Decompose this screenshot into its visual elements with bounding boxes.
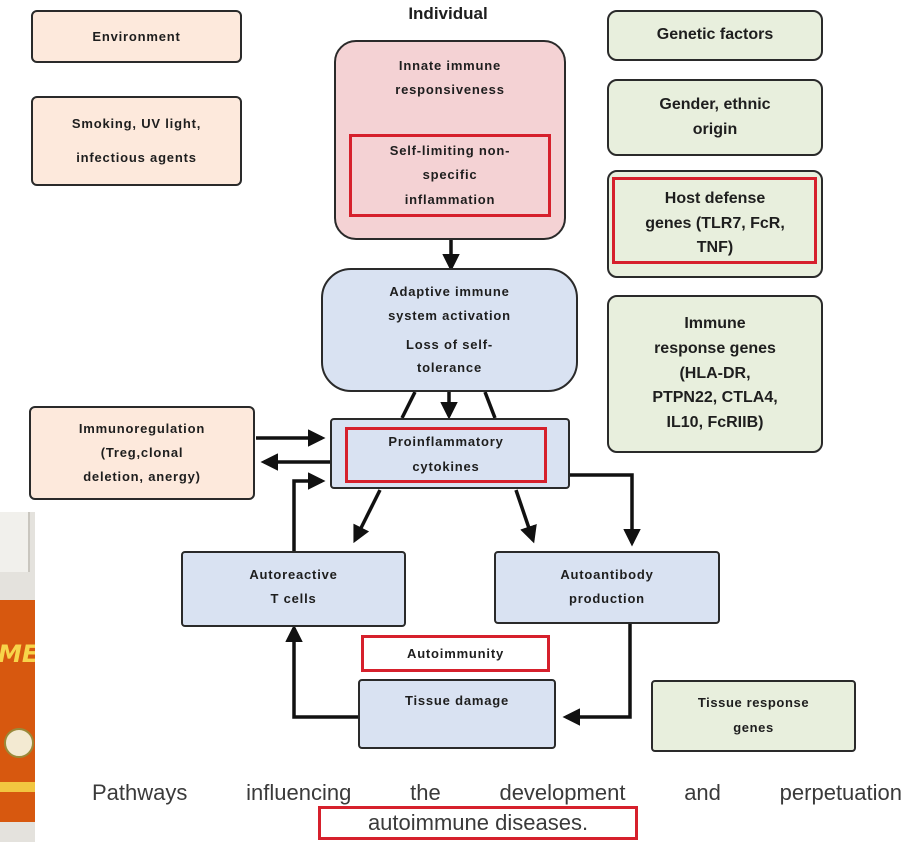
environmental-agents-line-2: infectious agents [76, 150, 197, 165]
adaptive-line-2: system activation [388, 307, 511, 323]
arrow-adaptive-to-cytokines-right [483, 391, 497, 419]
immunoregulation-line-3: deletion, anergy) [83, 469, 201, 485]
tissue-response-genes-box: Tissue response genes [651, 680, 856, 752]
arrow-autoantibody-to-tissue-damage [562, 624, 632, 726]
autoimmunity-label: Autoimmunity [407, 646, 504, 661]
loss-tolerance-line-2: tolerance [416, 360, 482, 376]
host-defense-line-1: Host defense [664, 189, 766, 207]
immune-response-line-4: PTPN22, CTLA4, [652, 389, 778, 407]
caption-line-2: autoimmune diseases. [367, 810, 589, 835]
environmental-agents-line-1: Smoking, UV light, [71, 116, 202, 132]
self-limiting-line-3: inflammation [404, 191, 496, 207]
immunoregulation-line-2: (Treg,clonal [100, 444, 184, 460]
host-defense-highlight [612, 177, 817, 264]
environment-title: Environment [92, 29, 181, 44]
host-defense-line-3: TNF) [696, 239, 734, 257]
immune-response-line-5: IL10, FcRIIB) [666, 414, 764, 432]
proinflammatory-cytokines-highlight: Proinflammatory cytokines [345, 427, 547, 483]
autoantibody-line-2: production [569, 591, 645, 607]
bottle-seal-icon [4, 728, 34, 758]
arrow-tissue-damage-to-autoreactive [285, 624, 360, 719]
arrow-cytokines-to-autoantibody [514, 489, 537, 544]
self-limiting-line-2: specific [422, 167, 478, 183]
arrow-cytokines-to-autoantibody-right [570, 473, 641, 547]
gender-ethnic-line-1: Gender, ethnic [659, 95, 771, 113]
environment-box: Environment [31, 10, 242, 63]
arrow-cytokines-to-autoreactive [353, 489, 382, 544]
autoreactive-t-cells-box: Autoreactive T cells [181, 551, 406, 627]
gender-ethnic-box: Gender, ethnic origin [607, 79, 823, 156]
immune-response-line-1: Immune [684, 315, 746, 332]
bottle-label-text: ME [0, 640, 35, 668]
gender-ethnic-line-2: origin [692, 120, 738, 138]
loss-tolerance-line-1: Loss of self- [406, 337, 493, 352]
tissue-response-line-2: genes [733, 720, 774, 735]
arrow-autoreactive-to-cytokines [292, 472, 326, 552]
individual-heading: Individual [408, 4, 488, 23]
genetic-factors-box: Genetic factors [607, 10, 823, 61]
innate-line-2: responsiveness [395, 82, 505, 98]
bottle-label: ME [0, 600, 35, 822]
autoantibody-production-box: Autoantibody production [494, 551, 720, 624]
tissue-response-line-1: Tissue response [697, 695, 810, 711]
bottle-stripe [0, 782, 35, 792]
tissue-damage-box: Tissue damage [358, 679, 556, 749]
adaptive-immune-box: Adaptive immune system activation Loss o… [321, 268, 578, 392]
arrow-adaptive-to-cytokines-left [400, 391, 417, 419]
cytokines-line-2: cytokines [412, 459, 480, 474]
caption-line-1: Pathways influencing the development and… [92, 780, 902, 805]
host-defense-genes-box: Host defense genes (TLR7, FcR, TNF) [607, 170, 823, 278]
immune-response-line-3: (HLA-DR, [679, 364, 751, 382]
autoimmunity-box: Autoimmunity [361, 635, 550, 672]
genetic-factors-title: Genetic factors [656, 26, 774, 44]
autoreactive-line-1: Autoreactive [249, 567, 338, 582]
bottle-cap [0, 512, 30, 572]
immune-response-genes-box: Immune response genes (HLA-DR, PTPN22, C… [607, 295, 823, 453]
product-bottle-photo: ME [0, 512, 35, 842]
autoantibody-line-1: Autoantibody [560, 567, 654, 582]
autoreactive-line-2: T cells [270, 591, 317, 607]
environmental-agents-box: Smoking, UV light, infectious agents [31, 96, 242, 186]
immune-response-line-2: response genes [654, 339, 776, 357]
innate-line-1: Innate immune [398, 58, 502, 73]
tissue-damage-label: Tissue damage [404, 693, 510, 708]
self-limiting-inflammation-box: Self-limiting non- specific inflammation [349, 134, 551, 217]
innate-immune-box: Innate immune responsiveness [334, 40, 566, 240]
immunoregulation-box: Immunoregulation (Treg,clonal deletion, … [29, 406, 255, 500]
adaptive-line-1: Adaptive immune [389, 284, 510, 300]
host-defense-line-2: genes (TLR7, FcR, [645, 214, 785, 232]
caption-line-2-highlight: autoimmune diseases. [318, 806, 638, 840]
self-limiting-line-1: Self-limiting non- [389, 143, 511, 159]
cytokines-line-1: Proinflammatory [388, 434, 504, 450]
immunoregulation-line-1: Immunoregulation [78, 420, 206, 436]
